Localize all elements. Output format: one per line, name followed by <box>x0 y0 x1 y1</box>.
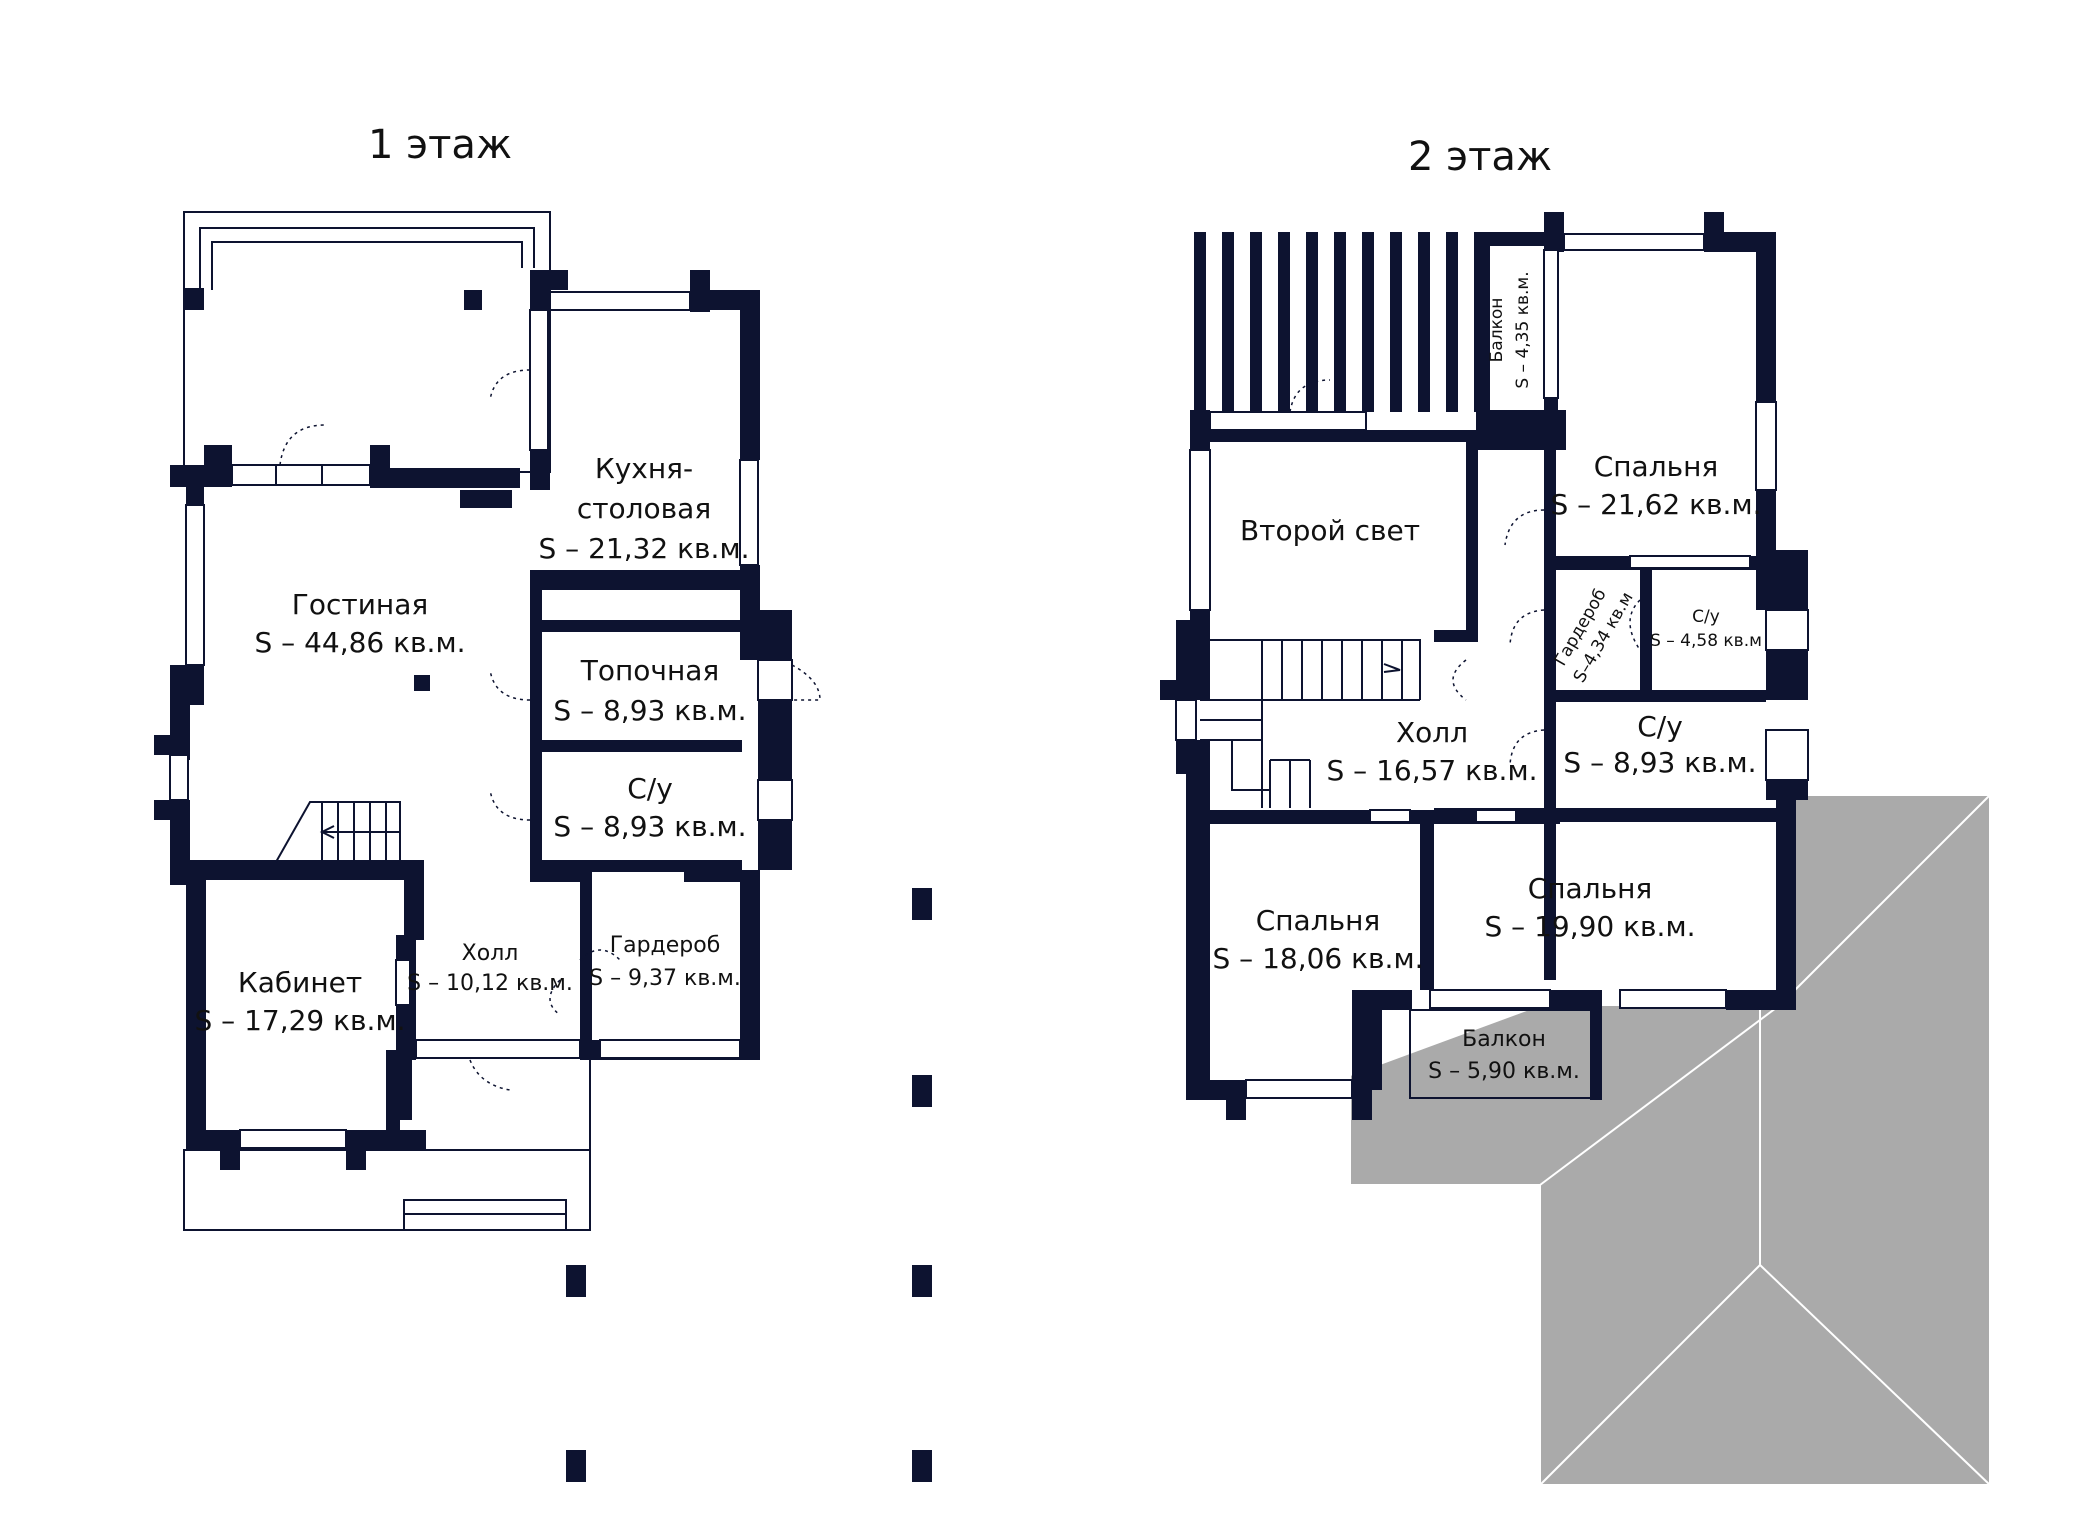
foundation-posts <box>566 888 932 1482</box>
floor1-room-office: Кабинет S – 17,29 кв.м. <box>195 966 406 1037</box>
floor2-balcony-bottom-name: Балкон <box>1462 1027 1546 1052</box>
floor2-second-light-name: Второй свет <box>1240 514 1420 547</box>
floor1-column-terrace <box>464 290 482 310</box>
floor1-wc-name: С/у <box>627 772 673 805</box>
floor2-room-balcony-top: Балкон S – 4,35 кв.м. <box>1487 271 1533 388</box>
floor1-terrace-bottom <box>183 1060 591 1231</box>
floor2-room-bedroom2: Спальня S – 18,06 кв.м. <box>1213 904 1424 975</box>
floor1-title: 1 этаж <box>368 122 512 168</box>
floor1-staircase <box>275 801 401 863</box>
floor1-plan: Гостиная S – 44,86 кв.м. Кухня- столовая… <box>154 211 821 1231</box>
floor1-kitchen-area: S – 21,32 кв.м. <box>539 532 750 565</box>
floor1-office-area: S – 17,29 кв.м. <box>195 1004 406 1037</box>
floor1-hall-area: S – 10,12 кв.м. <box>407 971 573 996</box>
floor1-terrace-top <box>183 211 551 473</box>
floor2-bedroom1-area: S – 21,62 кв.м. <box>1551 488 1762 521</box>
floor1-room-wardrobe: Гардероб S – 9,37 кв.м. <box>589 933 741 991</box>
floor2-bedroom3-name: Спальня <box>1528 872 1653 905</box>
floor2-outlines <box>1409 1009 1601 1099</box>
floor2-staircase <box>1200 639 1421 808</box>
floor1-kitchen-name-2: столовая <box>577 492 711 525</box>
floor2-room-wardrobe: Гардероб S–4,34 кв.м <box>1551 585 1638 686</box>
floor2-roof <box>1349 794 1991 1486</box>
floor2-balcony-bottom-area: S – 5,90 кв.м. <box>1428 1059 1580 1084</box>
floor1-living-area: S – 44,86 кв.м. <box>255 626 466 659</box>
floor2-room-second-light: Второй свет <box>1240 514 1420 547</box>
floor2-room-wc-small: С/у S – 4,58 кв.м <box>1650 607 1762 651</box>
floor1-boiler-area: S – 8,93 кв.м. <box>553 694 746 727</box>
floor2-title: 2 этаж <box>1408 134 1552 180</box>
floor1-kitchen-name-1: Кухня- <box>595 452 693 485</box>
floor2-wc-small-name: С/у <box>1692 607 1720 627</box>
floor1-wc-area: S – 8,93 кв.м. <box>553 810 746 843</box>
floor1-room-kitchen: Кухня- столовая S – 21,32 кв.м. <box>539 452 750 565</box>
floor1-office-name: Кабинет <box>238 966 362 999</box>
floor1-room-hall: Холл S – 10,12 кв.м. <box>407 941 573 996</box>
floor2-wc-name: С/у <box>1637 710 1683 743</box>
floor2-wc-area: S – 8,93 кв.м. <box>1563 746 1756 779</box>
floor2-plan: Второй свет Балкон S – 4,35 кв.м. Спальн… <box>1160 212 1991 1486</box>
floor1-wardrobe-name: Гардероб <box>610 933 721 958</box>
floor2-windows <box>1175 233 1809 1099</box>
floor1-column-living <box>414 675 430 691</box>
floor2-bedroom2-name: Спальня <box>1256 904 1381 937</box>
floor2-room-bedroom1: Спальня S – 21,62 кв.м. <box>1551 450 1762 521</box>
floor2-bedroom3-area: S – 19,90 кв.м. <box>1485 910 1696 943</box>
floor1-room-living: Гостиная S – 44,86 кв.м. <box>255 588 466 659</box>
floor2-room-bedroom3: Спальня S – 19,90 кв.м. <box>1485 872 1696 943</box>
floor1-doors <box>279 369 821 1091</box>
floor2-doors <box>1289 379 1641 766</box>
floor1-boiler-name: Топочная <box>580 654 720 687</box>
floor2-room-wc: С/у S – 8,93 кв.м. <box>1563 710 1756 779</box>
floor1-living-name: Гостиная <box>292 588 428 621</box>
floor2-wc-small-area: S – 4,58 кв.м <box>1650 631 1762 651</box>
floor2-room-balcony-bottom: Балкон S – 5,90 кв.м. <box>1428 1027 1580 1084</box>
floor1-room-boiler: Топочная S – 8,93 кв.м. <box>553 654 746 727</box>
floor1-hall-name: Холл <box>462 941 519 966</box>
floor2-room-hall: Холл S – 16,57 кв.м. <box>1327 716 1538 787</box>
floor2-hall-name: Холл <box>1396 716 1468 749</box>
floor2-balcony-top-name: Балкон <box>1487 298 1507 363</box>
floor2-pergola <box>1194 232 1486 412</box>
floor2-balcony-top-area: S – 4,35 кв.м. <box>1513 271 1533 388</box>
floor1-room-wc: С/у S – 8,93 кв.м. <box>553 772 746 843</box>
floor1-windows <box>169 291 793 1149</box>
floor2-bedroom1-name: Спальня <box>1594 450 1719 483</box>
floor1-wardrobe-area: S – 9,37 кв.м. <box>589 966 741 991</box>
floor2-hall-area: S – 16,57 кв.м. <box>1327 754 1538 787</box>
floor2-bedroom2-area: S – 18,06 кв.м. <box>1213 942 1424 975</box>
